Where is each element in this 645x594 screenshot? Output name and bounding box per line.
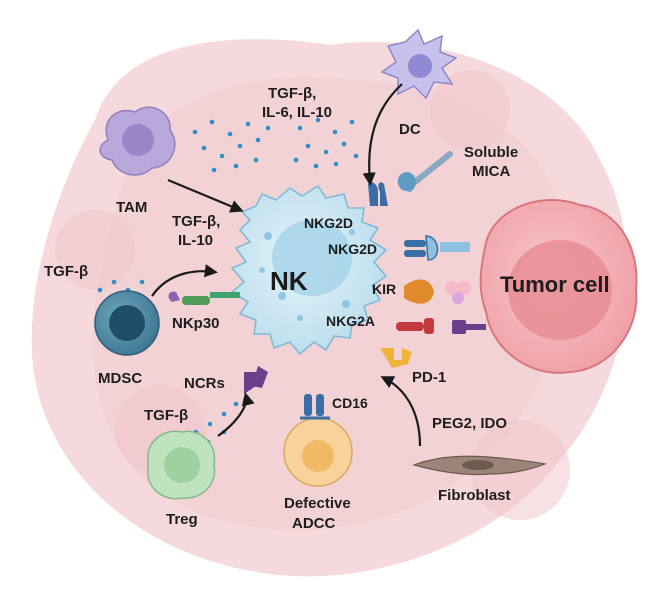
- label-tgf-il6-il10-line2: IL-6, IL-10: [262, 104, 332, 121]
- dc-cell: [380, 28, 458, 100]
- label-nkg2a: NKG2A: [326, 313, 375, 329]
- arrow-tam-to-nk: [167, 178, 244, 213]
- label-tumor-cell: Tumor cell: [500, 272, 610, 297]
- nkg2d-receptor-mid: [404, 235, 470, 261]
- label-mica: MICA: [472, 163, 510, 180]
- defective-adcc-cell: [283, 417, 353, 487]
- label-tgf-il6-il10-line1: TGF-β,: [268, 85, 316, 102]
- soluble-mica-molecule: [397, 151, 453, 192]
- label-pd1: PD-1: [412, 369, 446, 386]
- label-kir: KIR: [372, 281, 396, 297]
- cytokine-dots-top-left: [192, 119, 271, 173]
- label-tgf-mdsc: TGF-β: [44, 263, 88, 280]
- label-cd16: CD16: [332, 395, 368, 411]
- fibroblast-cell: [412, 455, 548, 476]
- label-dc: DC: [399, 121, 421, 138]
- tam-cell: [99, 106, 176, 176]
- pd1-receptor: [380, 348, 412, 368]
- label-nkg2d-mid: NKG2D: [328, 241, 377, 257]
- label-nkp30: NKp30: [172, 315, 220, 332]
- arrow-dc-to-nk: [362, 83, 403, 186]
- arrow-fibroblast-to-nk: [380, 376, 422, 447]
- nkg2d-receptor-top: [368, 182, 388, 206]
- label-mdsc: MDSC: [98, 370, 142, 387]
- cytokine-dots-mdsc: [97, 279, 145, 293]
- text-labels: DC TGF-β, IL-6, IL-10 Soluble MICA TAM T…: [44, 85, 610, 532]
- arrows: [151, 83, 422, 447]
- nk-cell: [230, 184, 388, 356]
- mdsc-cell: [94, 290, 160, 356]
- label-tgf-il10-line2: IL-10: [178, 232, 213, 249]
- arrow-treg-to-nk: [217, 392, 255, 437]
- label-tam: TAM: [116, 199, 147, 216]
- cytokine-dots-top-right: [293, 117, 359, 169]
- label-fibroblast: Fibroblast: [438, 487, 511, 504]
- label-treg: Treg: [166, 511, 198, 528]
- label-soluble: Soluble: [464, 144, 518, 161]
- treg-cell: [147, 430, 216, 500]
- label-defective: Defective: [284, 495, 351, 512]
- label-nk: NK: [270, 266, 308, 296]
- label-ncrs: NCRs: [184, 375, 225, 392]
- ncrs-receptor: [244, 366, 268, 394]
- tumor-cell: [479, 199, 638, 374]
- nkp30-receptor: [168, 291, 240, 305]
- label-adcc: ADCC: [292, 515, 335, 532]
- kir-receptor: [404, 279, 471, 304]
- label-tgf-il10-line1: TGF-β,: [172, 213, 220, 230]
- label-tgf-treg: TGF-β: [144, 407, 188, 424]
- label-peg2-ido: PEG2, IDO: [432, 415, 507, 432]
- nkg2a-receptor: [396, 318, 486, 334]
- arrow-mdsc-to-nk: [151, 264, 218, 297]
- label-nkg2d-top: NKG2D: [304, 215, 353, 231]
- cd16-receptor: [300, 394, 330, 420]
